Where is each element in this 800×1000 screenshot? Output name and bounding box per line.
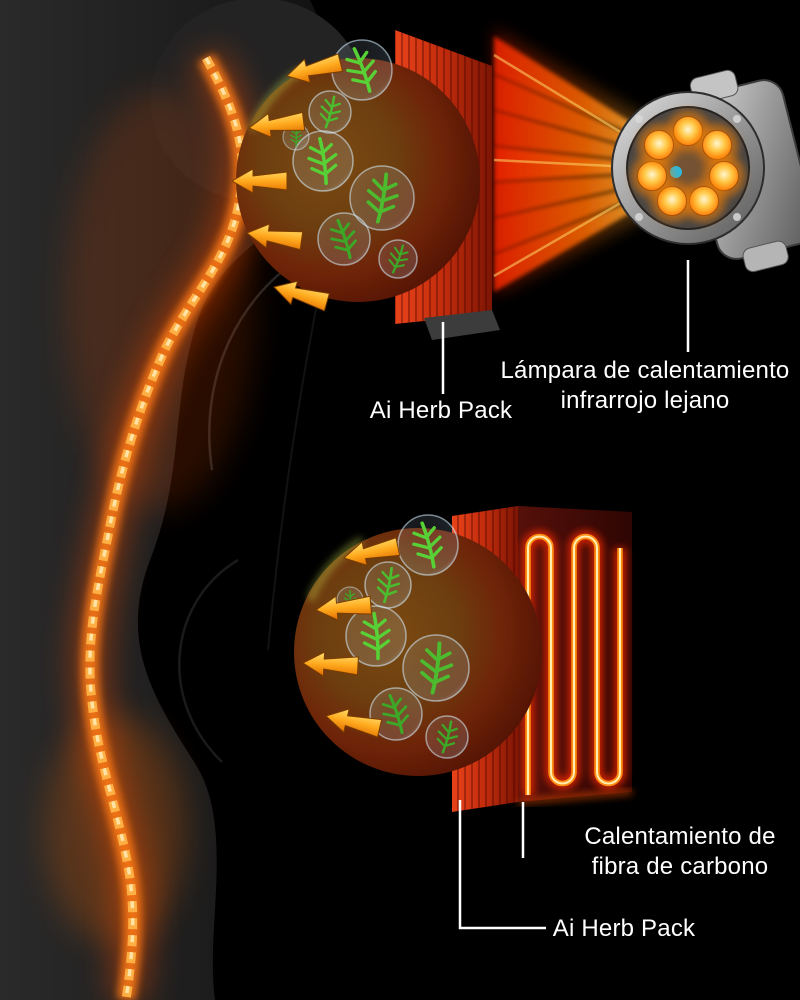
herb-bubble xyxy=(292,130,354,192)
label-infrared-lamp-line2: infrarrojo lejano xyxy=(560,387,730,414)
callout-line-herb-bottom xyxy=(458,800,546,930)
herb-bubble xyxy=(425,715,469,759)
herb-bubble xyxy=(402,634,470,702)
label-ai-herb-pack-bottom: Ai Herb Pack xyxy=(552,915,696,942)
spine-glow xyxy=(45,58,255,1000)
herb-bubble xyxy=(397,514,459,576)
label-carbon-fiber: Calentamiento de fibra de carbono xyxy=(562,822,798,882)
herb-bubble xyxy=(364,561,412,609)
herb-bubble xyxy=(378,239,418,279)
label-carbon-fiber-line2: fibra de carbono xyxy=(591,853,769,880)
label-carbon-fiber-line1: Calentamiento de xyxy=(584,823,776,850)
label-infrared-lamp-line1: Lámpara de calentamiento xyxy=(500,357,790,384)
label-infrared-lamp: Lámpara de calentamiento infrarrojo leja… xyxy=(485,356,800,416)
herb-pack-bottom xyxy=(294,506,633,812)
lamp-bulbs xyxy=(631,110,745,222)
herb-bubble xyxy=(349,165,415,231)
callout-lines xyxy=(441,260,690,930)
infrared-lamp xyxy=(611,69,800,273)
herb-bubble xyxy=(317,212,371,266)
herb-bubble xyxy=(369,687,423,741)
lamp-screws xyxy=(635,115,741,221)
herb-bubble xyxy=(308,90,352,134)
herb-bubble xyxy=(345,605,407,667)
label-ai-herb-pack-top: Ai Herb Pack xyxy=(369,397,513,424)
lamp-blue-sensor xyxy=(670,166,682,178)
